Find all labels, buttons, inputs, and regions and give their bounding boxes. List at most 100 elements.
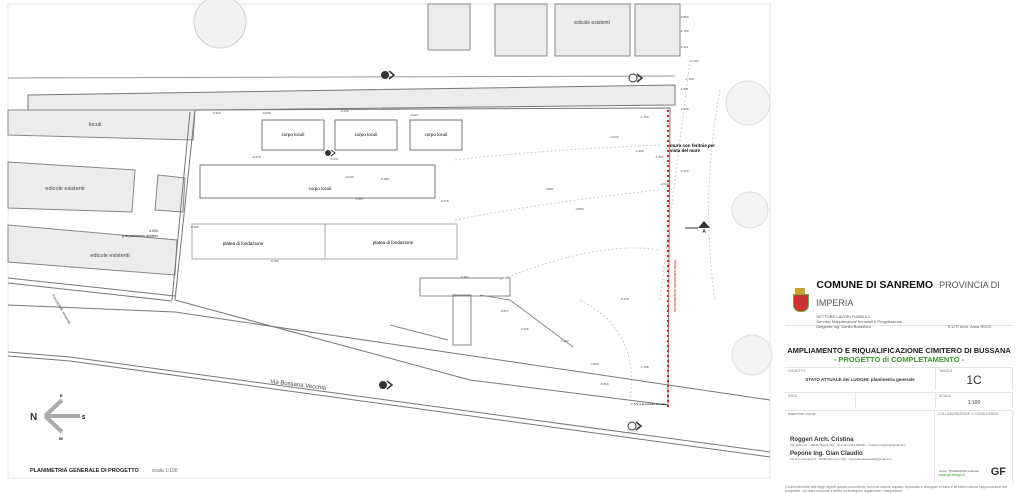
elevation-label: -0.211 <box>330 157 339 161</box>
elevation-label: -0.780 <box>270 259 279 263</box>
scala: 1:100 <box>967 400 981 406</box>
section-marker-icon <box>627 421 643 431</box>
elevation-label: -2.015 <box>610 135 619 139</box>
elevation-label: -1.525 <box>680 107 689 111</box>
collab-label: COLLABORAZIONE e CONSULENZA <box>938 412 998 416</box>
person1: Roggeri Arch. Cristina <box>790 437 854 443</box>
road-via-bussana <box>7 304 771 458</box>
section-marker-icon <box>325 149 336 157</box>
existing-building <box>494 3 548 57</box>
label-corpo: corpo loculi <box>282 132 305 137</box>
elevation-label: -0.180 <box>380 177 389 181</box>
loculi-block <box>7 109 196 141</box>
label-limite: limite intervento ampliamento <box>673 260 678 313</box>
person2-info: Via Don Giovanni 9 - 18038 Sanremo (IM) … <box>790 457 892 461</box>
elevation-label: -0.068 <box>262 111 271 115</box>
elevation-label: -1.573 <box>680 169 689 173</box>
drawing-caption: PLANIMETRIA GENERALE DI PROGETTO <box>30 468 140 474</box>
corpo-loculi <box>261 119 325 151</box>
label-cunetta: -7.772 q.ta cunetta stradale <box>630 402 667 406</box>
elevation-label: -0.135 <box>340 109 349 113</box>
section-marker-icon <box>628 73 644 83</box>
elevation-label: -1.794 <box>690 59 699 63</box>
tree-icon <box>193 0 247 49</box>
elevation-label: -2.032 <box>660 182 669 186</box>
project-title: AMPLIAMENTO E RIQUALIFICAZIONE CIMITERO … <box>787 346 1011 355</box>
comune: COMUNE DI SANREMO <box>816 279 934 291</box>
wall-line <box>7 282 173 302</box>
rup: R.U.P. Arch. Anna RICCI <box>947 324 992 329</box>
elevation-labels: -0.313-0.068-0.135-0.227-0.279-0.211-0.0… <box>190 15 699 386</box>
elevation-label: -0.279 <box>440 199 449 203</box>
elevation-label: -7.660 <box>590 362 599 366</box>
compass-s: S <box>82 415 86 421</box>
elevation-label: -6.817 <box>500 309 509 313</box>
settore: SETTORE LAVORI PUBBLICI <box>816 314 871 319</box>
wall-line <box>171 111 191 301</box>
label-quota-note: q.ta pavimento cimitero <box>122 234 158 238</box>
section-marker-icon <box>381 70 396 80</box>
label-corpo: corpo loculi <box>309 186 332 191</box>
label-quota: 0.000 <box>149 229 158 233</box>
elevation-label: -3.860 <box>575 207 584 211</box>
elevation-label: -1.407 <box>655 155 664 159</box>
elevation-label: -0.229 <box>190 225 199 229</box>
elevation-label: -6.810 <box>600 382 609 386</box>
elevation-label: -1.226 <box>635 149 644 153</box>
label-edicole: edicole esistenti <box>45 186 84 192</box>
collab-web: www.gf-design.it <box>939 473 965 477</box>
elevation-label: -5.462 <box>460 275 469 279</box>
corpo-loculi-big <box>199 164 436 199</box>
compass-e: E <box>60 393 63 398</box>
existing-building <box>427 3 471 51</box>
elevation-label: -7.245 <box>520 327 529 331</box>
label-section-a: A <box>702 229 706 235</box>
label-marciapiede: marciapiede esistente <box>51 294 72 326</box>
label-corpo: corpo loculi <box>355 132 378 137</box>
elevation-label: -0.043 <box>345 175 354 179</box>
corpo-loculi <box>334 119 398 151</box>
tavola: 1C <box>966 373 982 387</box>
tree-icon <box>725 80 771 126</box>
wall-line <box>7 277 176 297</box>
data-label: DATA <box>788 394 797 398</box>
edicole-block <box>7 224 178 276</box>
elevation-label: -1.221 <box>680 45 689 49</box>
elevation-label: -0.313 <box>212 111 221 115</box>
direttori-label: DIRETTORI LAVORI <box>788 412 816 416</box>
elevation-label: -7.333 <box>560 339 569 343</box>
sanremo-crest-icon <box>789 288 809 316</box>
compass-w: W <box>59 436 63 441</box>
contour-lines <box>454 59 721 401</box>
edicole-block <box>7 161 136 213</box>
corpo-loculi <box>409 119 463 151</box>
scala-label: SCALA <box>939 394 951 398</box>
drawing-scale: scala 1:100 <box>152 468 178 474</box>
existing-building <box>634 3 681 57</box>
elevation-label: -1.763 <box>640 115 649 119</box>
dirigente: Dirigente Ing. Danilo Burastero <box>816 324 872 329</box>
existing-building <box>554 3 631 57</box>
label-platea: platea di fondazione <box>373 240 414 245</box>
label-edicole: edicole esistenti <box>90 253 129 259</box>
elevation-label: -0.567 <box>355 197 364 201</box>
label-muro: vista del mare <box>670 148 701 153</box>
label-loculi: loculi <box>89 122 102 128</box>
elevation-label: -5.439 <box>620 297 629 301</box>
oggetto-label: OGGETTO <box>788 369 806 373</box>
elevation-label: -1.433 <box>685 77 694 81</box>
stairs <box>389 277 574 348</box>
compass-n: N <box>30 412 37 423</box>
edicole-block <box>154 174 186 213</box>
site-boundary <box>174 107 671 406</box>
gf-logo: GF <box>990 466 1006 478</box>
oggetto: STATO ATTUALE dei LUOGHI: planimetria ge… <box>805 377 915 382</box>
servizio: Servizio Manutenzione Immobili e Progett… <box>816 319 903 324</box>
section-marker-icon <box>379 380 394 390</box>
label-edicole-top: edicole esistenti <box>574 20 610 26</box>
label-platea: platea di fondazione <box>223 241 264 246</box>
elevation-label: -4.862 <box>545 187 554 191</box>
elevation-label: -0.279 <box>252 155 261 159</box>
